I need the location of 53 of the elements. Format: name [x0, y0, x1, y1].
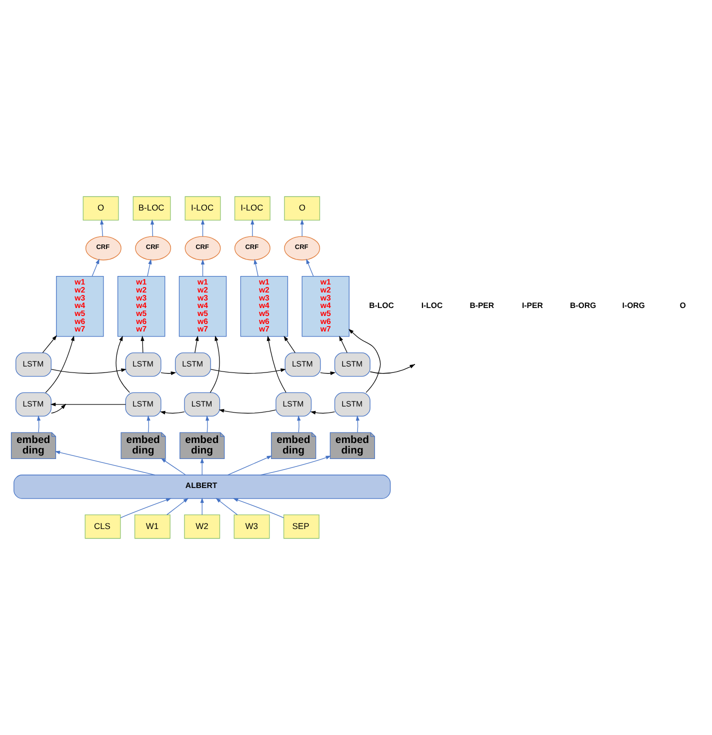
arrow	[232, 498, 284, 518]
arrow	[147, 258, 152, 277]
arrow	[200, 219, 205, 237]
arrow	[266, 336, 286, 393]
arrow	[228, 456, 272, 476]
arrow	[310, 410, 336, 414]
arrow	[160, 371, 176, 376]
arrow	[166, 498, 189, 516]
arrow	[284, 336, 296, 353]
arrow	[306, 258, 314, 277]
arrow	[260, 456, 332, 476]
arrow	[250, 219, 254, 237]
node-box: SEP	[283, 514, 320, 539]
arrow	[150, 219, 154, 237]
arrow	[216, 498, 238, 516]
arrow	[50, 368, 126, 374]
arrow	[348, 328, 381, 393]
arrow	[297, 415, 301, 433]
node-box: CLS	[84, 514, 121, 539]
arrow	[36, 415, 41, 433]
node-box: O	[82, 196, 119, 220]
arrow	[339, 336, 348, 353]
arrow	[160, 410, 185, 414]
node-box: I-LOC	[234, 196, 270, 220]
arrow	[356, 415, 360, 433]
node-box: W3	[234, 514, 270, 539]
arrow	[100, 219, 104, 237]
arrow	[160, 458, 186, 476]
arrow	[206, 415, 210, 433]
arrow	[370, 364, 416, 374]
arrow	[300, 219, 304, 237]
arrow	[120, 498, 172, 518]
arrow	[320, 371, 336, 376]
arrow	[218, 409, 276, 414]
arrow	[54, 450, 156, 476]
arrow	[194, 336, 199, 353]
node-box: O	[284, 196, 320, 220]
arrow	[210, 368, 286, 374]
node-box: I-LOC	[184, 196, 221, 220]
arrow	[254, 258, 258, 277]
arrow	[45, 336, 74, 393]
node-box: B-LOC	[132, 196, 171, 220]
arrow	[42, 335, 57, 353]
arrow	[146, 415, 150, 433]
arrow	[140, 336, 144, 353]
arrow	[116, 336, 130, 393]
node-box: W2	[184, 514, 220, 539]
arrow	[92, 258, 100, 277]
node-box: W1	[134, 514, 170, 539]
arrow	[210, 336, 220, 393]
arrow	[200, 498, 204, 516]
arrow	[200, 458, 204, 476]
arrow	[200, 259, 205, 277]
